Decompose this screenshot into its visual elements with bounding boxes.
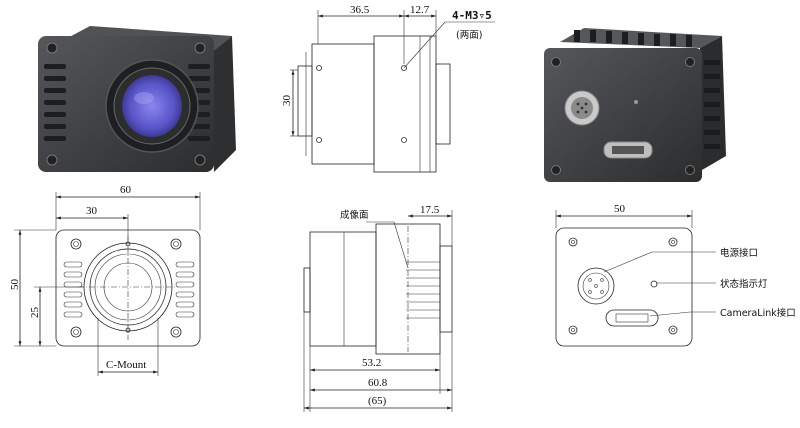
screw-icon (551, 165, 561, 175)
dim-30-vertical: 30 (281, 95, 293, 107)
both-sides-note: (两面) (456, 30, 482, 41)
cameralink-port-drawing (605, 309, 659, 327)
dim-65-overall: (65) (368, 395, 387, 407)
dim-12-7: 12.7 (410, 4, 430, 16)
screw-thread-note: 4-M3▿5 (452, 9, 492, 22)
screw-icon (194, 42, 206, 54)
dim-36-5: 36.5 (350, 4, 370, 16)
dim-60-8: 60.8 (368, 377, 388, 389)
status-led-icon (634, 100, 638, 104)
dim-17-5: 17.5 (420, 204, 440, 216)
screw-icon (194, 154, 206, 166)
lens-glass (122, 75, 182, 137)
c-mount-label: C-Mount (106, 359, 146, 371)
heatsink-fins-top (574, 30, 692, 47)
fin-slots-left (63, 261, 83, 318)
heatsink-fins-right (188, 64, 210, 141)
cameralink-interface-callout: CameraLink接口 (720, 307, 796, 319)
heatsink-fins-left (44, 64, 66, 141)
side-fin-lines (406, 261, 440, 319)
fin-slots-right (175, 261, 195, 318)
side-view-bottom-drawing: 成像面 17.5 53.2 60.8 (65) (303, 204, 453, 412)
screw-icon (685, 57, 695, 67)
dim-30: 30 (86, 205, 98, 217)
dim-50: 50 (614, 203, 626, 215)
side-view-top-drawing: 36.5 12.7 30 4-M3▿5 (两面) (281, 4, 495, 173)
image-plane-label: 成像面 (340, 209, 369, 221)
heatsink-fins-side (704, 60, 720, 149)
front-view-drawing: 60 30 50 25 C-Mount (9, 184, 201, 376)
power-interface-callout: 电源接口 (720, 247, 758, 259)
status-indicator-callout: 状态指示灯 (720, 278, 768, 290)
dim-25-vertical: 25 (29, 307, 41, 319)
status-led-drawing (650, 280, 658, 288)
camera-rear-photo (544, 28, 726, 182)
camera-front-photo (38, 26, 236, 172)
screw-icon (46, 154, 58, 166)
screw-icon (46, 42, 58, 54)
power-port-drawing (577, 267, 615, 305)
dim-53-2: 53.2 (362, 357, 381, 369)
dim-60: 60 (120, 184, 132, 196)
screw-icon (685, 165, 695, 175)
screw-icon (551, 57, 561, 67)
rear-view-drawing: 50 电源接口 状态指示灯 CameraLink接口 (555, 203, 796, 347)
dim-50-vertical: 50 (9, 279, 21, 291)
